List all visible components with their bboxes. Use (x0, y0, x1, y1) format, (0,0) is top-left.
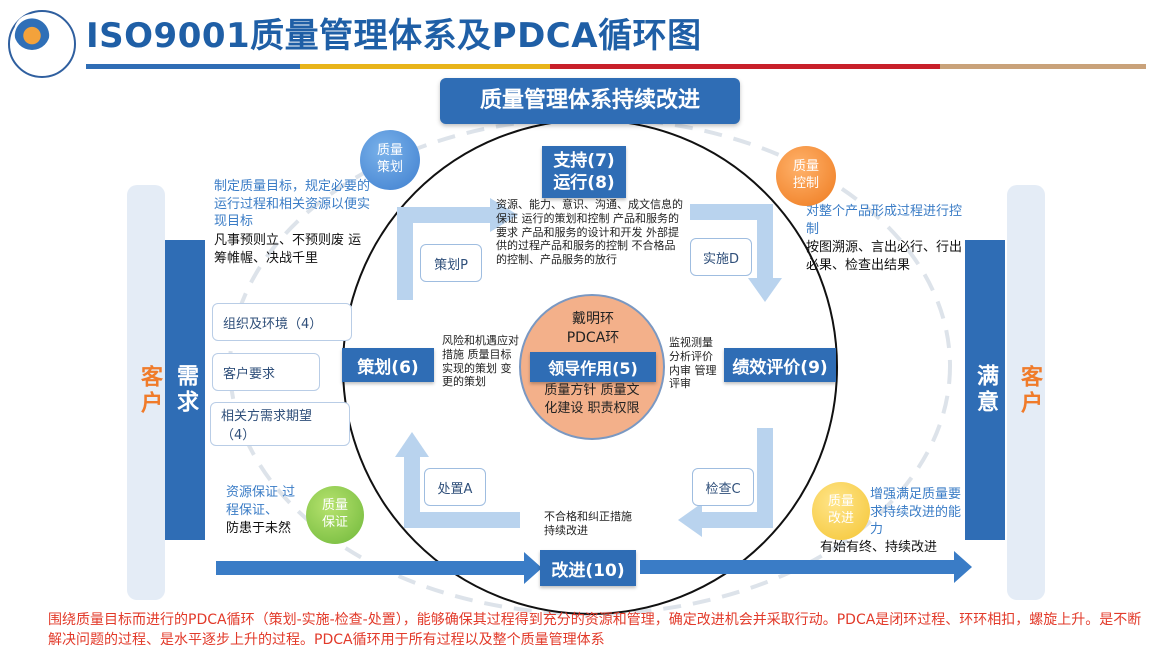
evaluation-details: 监视测量 分析评价 内审 管理评审 (669, 336, 717, 391)
improvement-box: 改进(10) (540, 550, 636, 586)
pdca-do-label: 实施D (690, 238, 752, 276)
left-need-bar: 需求 (165, 240, 205, 540)
plan-note-black: 凡事预则立、不预则废 运筹帷幄、决战千里 (214, 233, 362, 266)
header-bar-tan (940, 64, 1146, 69)
improvement-note-black: 有始有终、持续改进 (820, 540, 938, 555)
check-arrowhead (678, 503, 702, 537)
bottom-left-arrow-body (216, 561, 526, 575)
plan-arrowhead (490, 198, 518, 232)
pdca-plan-label: 策划P (420, 244, 482, 282)
quality-planning-circle: 质量策划 (360, 130, 420, 190)
center-top-text: 戴明环 PDCA环 (566, 311, 620, 346)
pdca-act-label: 处置A (424, 468, 486, 506)
planning-details: 风险和机遇应对措施 质量目标实现的策划 变更的策划 (442, 334, 519, 389)
left-customer-column (127, 185, 165, 600)
bottom-right-arrowhead (954, 551, 972, 583)
center-bottom-text: 质量方针 质量文化建设 职责权限 (544, 383, 640, 416)
input-organization-context: 组织及环境（4） (212, 303, 352, 341)
act-arrowhead (395, 432, 429, 457)
support-details: 资源、能力、意识、沟通、成文信息的保证 运行的策划和控制 产品和服务的要求 产品… (496, 198, 683, 266)
improvement-details: 不合格和纠正措施 持续改进 (544, 510, 632, 537)
need-label: 需求 (173, 364, 198, 416)
plan-note-blue: 制定质量目标，规定必要的运行过程和相关资源以便实现目标 (214, 179, 371, 230)
right-customer-label: 客户 (1017, 365, 1042, 417)
bottom-right-arrow-body (640, 560, 956, 574)
do-arrowhead (748, 278, 782, 302)
quality-improvement-circle: 质量改进 (812, 482, 870, 540)
continuous-improvement-banner: 质量管理体系持续改进 (440, 78, 740, 124)
plan-arrow (397, 207, 490, 300)
quality-assurance-circle: 质量保证 (306, 486, 364, 544)
do-arrow (690, 204, 773, 280)
planning-box: 策划(6) (342, 348, 434, 382)
control-note-black: 按图溯源、言出必行、行出必果、检查出结果 (806, 240, 963, 273)
assurance-note-blue: 资源保证 过程保证、 (226, 485, 296, 518)
act-arrow (404, 455, 520, 528)
header-bar-yellow (300, 64, 550, 69)
header-bar-blue (86, 64, 300, 69)
logo-flame-icon (14, 14, 50, 50)
pdca-check-label: 检查C (692, 468, 754, 506)
input-customer-requirements: 客户要求 (212, 353, 320, 391)
bottom-left-arrowhead (524, 552, 542, 584)
support-operation-box: 支持(7) 运行(8) (542, 146, 626, 198)
quality-control-circle: 质量控制 (776, 146, 836, 206)
assurance-note-black: 防患于未然 (226, 521, 292, 536)
satisfy-label: 满意 (973, 364, 998, 416)
check-arrow (700, 428, 773, 528)
improvement-note-blue: 增强满足质量要求持续改进的能力 (870, 487, 962, 538)
control-note-blue: 对整个产品形成过程进行控制 (806, 204, 963, 237)
footer-summary: 围绕质量目标而进行的PDCA循环（策划-实施-检查-处置），能够确保其过程得到充… (48, 612, 1142, 649)
header-bar-red (550, 64, 940, 69)
performance-evaluation-box: 绩效评价(9) (724, 348, 836, 382)
right-customer-column (1007, 185, 1045, 600)
page-title: ISO9001质量管理体系及PDCA循环图 (86, 16, 702, 56)
input-stakeholder-expectations: 相关方需求期望（4） (210, 402, 350, 446)
right-satisfy-bar: 满意 (965, 240, 1005, 540)
leadership-box: 领导作用(5) (530, 352, 656, 382)
left-customer-label: 客户 (137, 365, 162, 417)
